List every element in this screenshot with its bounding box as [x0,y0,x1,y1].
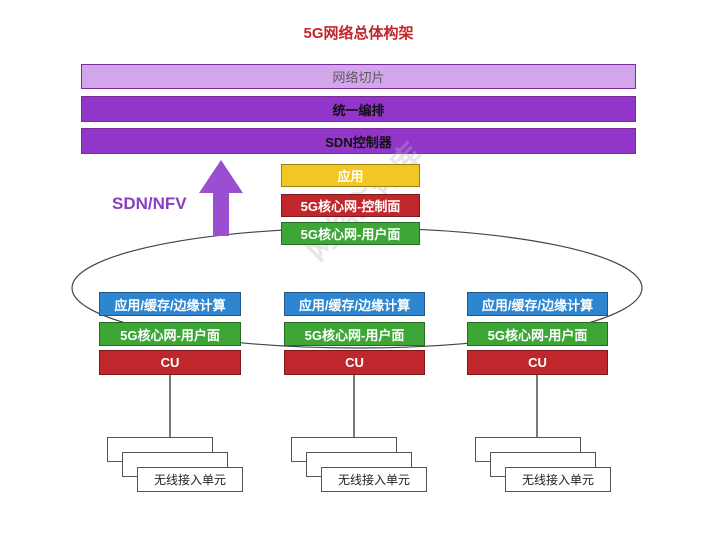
central-app-label: 应用 [337,169,364,184]
edge-node-1-app-label: 应用/缓存/边缘计算 [114,297,226,313]
edge-node-3-app-label: 应用/缓存/边缘计算 [481,297,594,313]
access-unit-2-card-front: 无线接入单元 [321,467,427,492]
edge-node-1-cu: CU [99,350,241,375]
edge-node-2-app-label: 应用/缓存/边缘计算 [298,297,411,313]
access-unit-3-label: 无线接入单元 [521,473,594,487]
edge-node-2-app: 应用/缓存/边缘计算 [284,292,425,316]
edge-node-2-cu: CU [284,350,425,375]
edge-node-3-user-plane: 5G核心网-用户面 [467,322,608,346]
access-unit-1-label: 无线接入单元 [153,473,226,487]
edge-node-1-user-plane: 5G核心网-用户面 [99,322,241,346]
orchestration-layer: 统一编排 [81,96,636,122]
orchestration-label: 统一编排 [332,102,385,118]
edge-node-2-user-plane-label: 5G核心网-用户面 [304,327,405,343]
central-user-plane-label: 5G核心网-用户面 [300,227,401,242]
diagram-title: 5G网络总体构架 [303,25,414,42]
network-slicing-layer: 网络切片 [81,64,636,89]
sdn-nfv-label: SDN/NFV [112,194,187,213]
sdn-nfv-up-arrow [199,160,243,236]
central-user-plane-box: 5G核心网-用户面 [281,222,420,245]
edge-node-2-user-plane: 5G核心网-用户面 [284,322,425,346]
edge-node-1-app: 应用/缓存/边缘计算 [99,292,241,316]
access-unit-2-label: 无线接入单元 [337,473,410,487]
network-slicing-label: 网络切片 [332,70,385,85]
sdn-controller-layer: SDN控制器 [81,128,636,154]
edge-node-3-cu-label: CU [528,355,547,370]
sdn-controller-label: SDN控制器 [325,134,392,150]
access-unit-3-card-front: 无线接入单元 [505,467,611,492]
edge-node-1-cu-label: CU [160,355,180,370]
central-control-plane-box: 5G核心网-控制面 [281,194,420,217]
edge-node-3-user-plane-label: 5G核心网-用户面 [487,327,588,343]
central-app-box: 应用 [281,164,420,187]
edge-node-3-cu: CU [467,350,608,375]
edge-node-3-app: 应用/缓存/边缘计算 [467,292,608,316]
central-control-plane-label: 5G核心网-控制面 [300,199,401,214]
edge-node-2-cu-label: CU [345,355,364,370]
edge-node-1-user-plane-label: 5G核心网-用户面 [120,327,220,343]
access-unit-1-card-front: 无线接入单元 [137,467,243,492]
